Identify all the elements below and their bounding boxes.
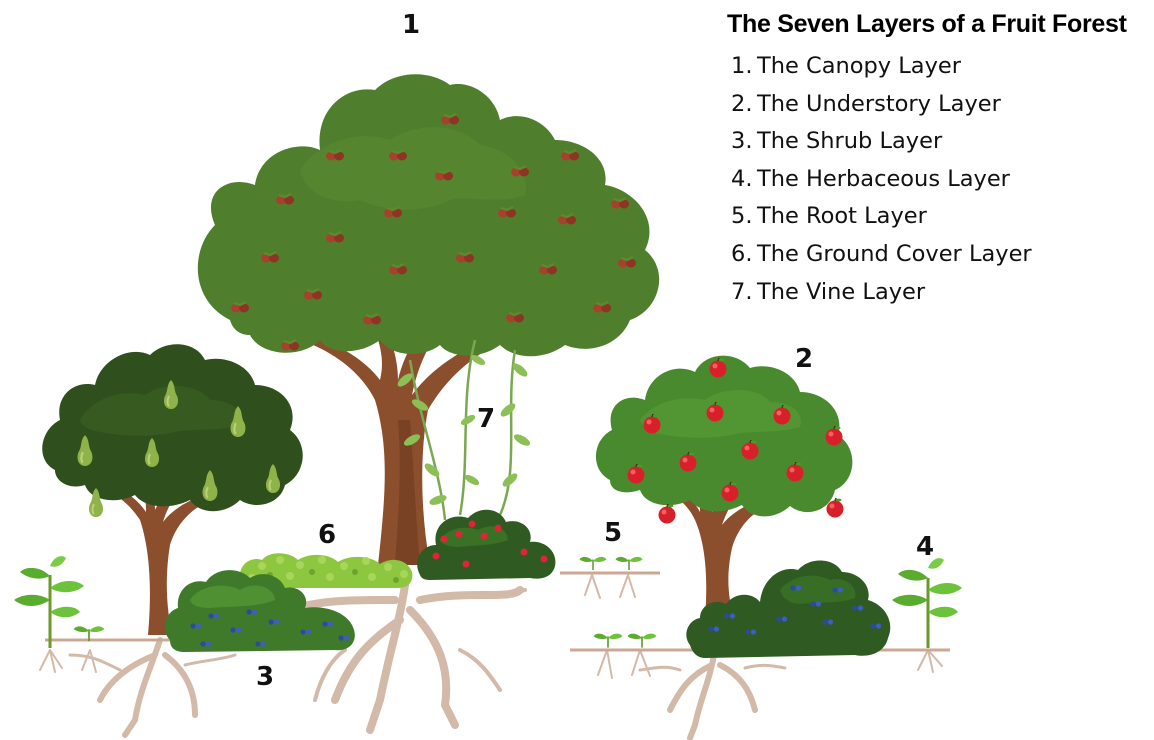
herb-right	[892, 558, 962, 648]
legend-item-label: The Vine Layer	[757, 278, 926, 305]
legend-item-number: 3.	[731, 128, 753, 155]
legend-item-label: The Canopy Layer	[757, 53, 962, 79]
roots	[39, 574, 943, 740]
marker-vine: 7	[477, 404, 496, 434]
legend-item-number: 2.	[731, 90, 753, 117]
legend-title: The Seven Layers of a Fruit Forest	[727, 10, 1127, 38]
marker-root: 5	[604, 518, 623, 548]
legend-item-label: The Understory Layer	[757, 90, 1001, 117]
legend-item-number: 5.	[731, 203, 753, 230]
legend-item-label: The Ground Cover Layer	[757, 240, 1032, 267]
legend-item-understory: 2.The Understory Layer	[727, 86, 1152, 124]
marker-ground-cover: 6	[318, 520, 337, 550]
legend-item-shrub: 3.The Shrub Layer	[727, 123, 1152, 161]
legend-item-label: The Herbaceous Layer	[757, 165, 1010, 192]
legend-item-root: 5.The Root Layer	[727, 198, 1152, 236]
legend-item-number: 6.	[731, 240, 753, 267]
legend-item-number: 4.	[731, 165, 753, 192]
herb-left	[14, 556, 84, 648]
pear-tree	[42, 344, 303, 635]
layers-legend: The Seven Layers of a Fruit Forest 1.The…	[727, 10, 1152, 311]
seedling-right-1	[592, 632, 624, 649]
legend-item-canopy: 1.The Canopy Layer	[727, 48, 1152, 86]
legend-item-vine: 7.The Vine Layer	[727, 274, 1152, 312]
legend-item-ground-cover: 6.The Ground Cover Layer	[727, 236, 1152, 274]
vine-shrub	[417, 509, 556, 580]
legend-list: 1.The Canopy Layer 2.The Understory Laye…	[727, 48, 1152, 311]
canopy-foliage	[197, 74, 660, 357]
right-shrub	[686, 560, 891, 658]
legend-item-label: The Shrub Layer	[757, 128, 943, 155]
marker-herbaceous: 4	[916, 532, 935, 562]
seedling-right-2	[626, 632, 658, 649]
legend-item-number: 1.	[731, 53, 753, 79]
legend-item-label: The Root Layer	[757, 203, 927, 230]
seedling-root-layer-2	[614, 555, 644, 572]
vine	[397, 339, 531, 521]
marker-understory: 2	[795, 344, 814, 374]
legend-item-number: 7.	[731, 278, 753, 305]
canopy-tree	[197, 74, 660, 565]
legend-item-herbaceous: 4.The Herbaceous Layer	[727, 161, 1152, 199]
marker-canopy: 1	[402, 10, 421, 40]
marker-shrub: 3	[256, 662, 275, 692]
seedling-root-layer-1	[578, 555, 608, 572]
